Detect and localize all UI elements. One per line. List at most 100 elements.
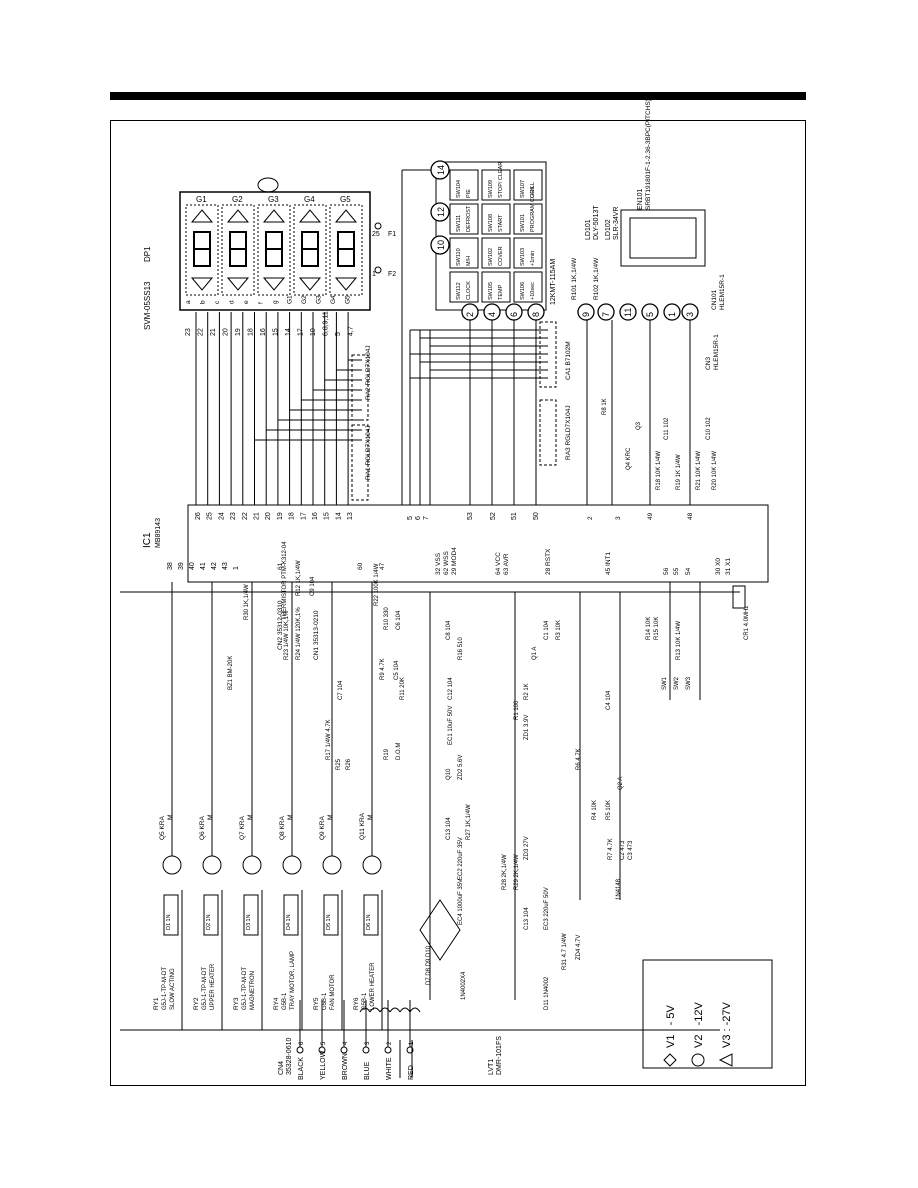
keypad-switch[interactable] (481, 203, 511, 235)
wire-color-label: YELLOW (320, 1050, 327, 1080)
keypad-pin-number: 5 (645, 312, 655, 317)
component-label: R11 20K (400, 677, 406, 700)
component-label: C1 104 (544, 620, 550, 640)
display-digit (221, 204, 255, 296)
relay-driver-ref: Q7 KRA (239, 815, 246, 840)
ic-pin-other: 29 MOD4 (451, 547, 458, 575)
legend-text: V1 : - 5V (665, 1005, 677, 1048)
keypad-switch[interactable] (481, 271, 511, 303)
keypad-connector-pin (461, 303, 479, 321)
component-label: R27 1K,1/4W (466, 804, 472, 840)
component-label: D.O.M (396, 743, 402, 760)
transformer-coil (369, 1007, 381, 1013)
wire-color-label: RED (408, 1065, 415, 1080)
component-label: C4 104 (606, 690, 612, 710)
relay-coil (283, 894, 299, 936)
keypad-pin-number: 1 (667, 312, 677, 317)
relay-ref: RY6 (353, 997, 360, 1010)
component-label: THERMISTOR PTM-K312-04 (282, 541, 288, 620)
keypad-switch[interactable] (513, 237, 543, 269)
ic-pin-other: 55 (673, 567, 680, 575)
filament-pin-bottom: 1 (372, 271, 376, 278)
keypad-pin-number: 11 (623, 308, 633, 317)
encoder-ref: EN101 (637, 188, 644, 210)
relay-part: G5B-1 (362, 992, 368, 1010)
component-label: R23 1/4W 10K,1% (284, 610, 290, 660)
keypad-switch[interactable] (449, 203, 479, 235)
relay-coil (243, 894, 259, 936)
component-label: EC4 1000uF 35V (458, 879, 464, 925)
component-label: C3 473 (628, 840, 634, 860)
switch-label: PIE (466, 189, 472, 198)
display-pin-signal: d (229, 300, 236, 304)
transformer-coil (379, 1007, 391, 1013)
keypad-connector-pin (619, 303, 637, 321)
relay-label: SLOW ACTING (170, 968, 176, 1010)
keypad-switch[interactable] (513, 203, 543, 235)
relay-label: MAGNETRON (250, 971, 256, 1010)
component-label: R19 1K 1/4W (676, 454, 682, 490)
display-pin-signal: e (243, 300, 250, 304)
relay-part: G5B-1 (322, 992, 328, 1010)
component-label: R14 10K (646, 617, 652, 640)
switch-label: TEMP (498, 284, 504, 300)
keypad-connector-pin (641, 303, 659, 321)
display-arrow-icon (334, 209, 358, 223)
encoder-inner (629, 217, 697, 259)
display-pin-number: 17 (298, 328, 305, 336)
ic-pin-other: 28 RSTX (545, 548, 552, 575)
keypad-pin-number: 6 (509, 312, 519, 317)
component-label: SW3 (686, 676, 692, 690)
component-label: SW2 (674, 676, 680, 690)
keypad-switch[interactable] (481, 169, 511, 201)
legend-circle-icon (691, 1053, 705, 1067)
grid-label: G4 (304, 195, 315, 204)
ic-pin-other: 64 VCC (495, 552, 502, 575)
keypad-switch[interactable] (513, 169, 543, 201)
led2-ref: LD102 (605, 219, 612, 240)
relay-part: G5J-1-TP-M-DT (242, 967, 248, 1010)
ic-pin-display: 18 (289, 512, 296, 520)
transformer-coil (409, 1007, 421, 1013)
cn4-pin-number: 3 (365, 1041, 371, 1045)
relay-driver-transistor (162, 855, 182, 875)
display-arrow-icon (298, 277, 322, 291)
component-label: R12 1K,1/4W (296, 560, 302, 596)
display-arrow-icon (298, 209, 322, 223)
ic-pin-display: 20 (265, 512, 272, 520)
display-digit (293, 204, 327, 296)
keypad-switch[interactable] (481, 237, 511, 269)
switch-ref: SW105 (488, 282, 494, 300)
relay-driver-transistor (242, 855, 262, 875)
ic-pin-other: 54 (685, 567, 692, 575)
relay-driver-transistor (282, 855, 302, 875)
component-label: C13 104 (524, 907, 530, 930)
ic-pin-display: 17 (300, 512, 307, 520)
component-label: R18 10K 1/4W (656, 451, 662, 490)
relay-diode: D6 1N (366, 914, 372, 930)
schematic-frame (110, 120, 806, 1086)
keypad-connector-pin (663, 303, 681, 321)
component-label: R8 1K (602, 398, 608, 415)
cn4-terminal-icon (362, 1046, 370, 1054)
ic-pin-other: 31 X1 (725, 558, 732, 575)
keypad-pin-number: 3 (685, 312, 695, 317)
display-part: SVM-05SS13 (143, 281, 152, 330)
component-label: C5 104 (394, 660, 400, 680)
switch-label: STOP/ CLEAR (498, 162, 504, 198)
display-pin-number: 23 (185, 328, 192, 336)
display-arrow-icon (190, 277, 214, 291)
ic-pin-relay: 1 (233, 566, 240, 570)
component-label: Q1 A (532, 647, 538, 660)
component-label: R2 1K (524, 683, 530, 700)
keypad-switch[interactable] (449, 169, 479, 201)
ic-pin-other: 48 (687, 512, 694, 520)
keypad-switch[interactable] (449, 237, 479, 269)
keypad-switch[interactable] (513, 271, 543, 303)
component-label: 1N4002X4 (461, 971, 467, 1000)
relay-driver-transistor (362, 855, 382, 875)
display-arrow-icon (334, 277, 358, 291)
switch-label: DEFROST (466, 205, 472, 232)
keypad-switch[interactable] (449, 271, 479, 303)
relay-driver-pin: M (207, 815, 214, 820)
